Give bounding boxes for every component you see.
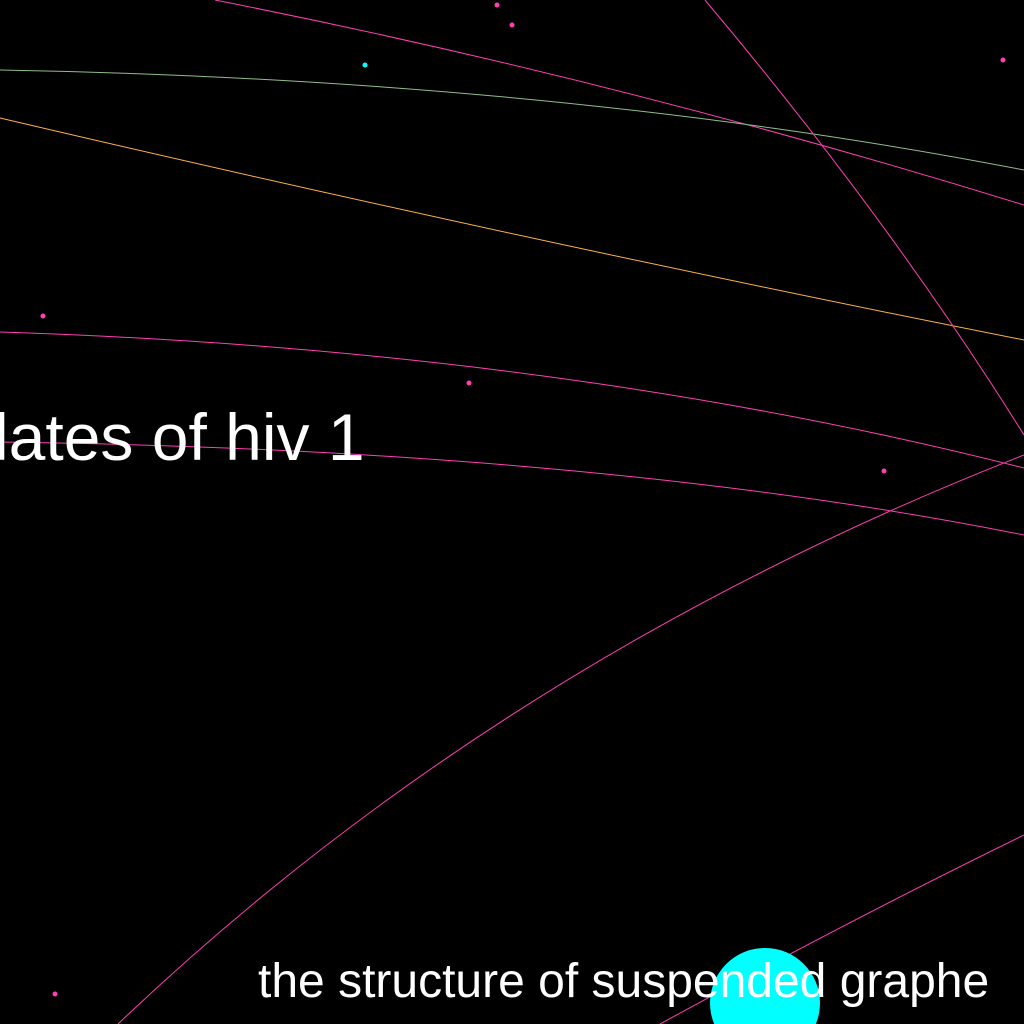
node-dot [881, 468, 887, 474]
node-dot [466, 380, 472, 386]
edge-line [0, 117, 1024, 341]
node-dot [494, 2, 500, 8]
edge-line [214, 0, 1024, 206]
edge-line [0, 441, 1024, 536]
node-dot [52, 991, 58, 997]
node-label-mid: lates of hiv 1 [0, 400, 365, 474]
node-dot [509, 22, 515, 28]
node-dot [1000, 57, 1006, 63]
node-dot [362, 62, 368, 68]
edge-line [117, 454, 1024, 1024]
edge-line [704, 0, 1024, 436]
edge-line [0, 69, 1024, 171]
edge-line [0, 331, 1024, 469]
large-node [710, 948, 820, 1024]
node-label-bottom: the structure of suspended graphe [258, 955, 990, 1008]
node-dot [40, 313, 46, 319]
